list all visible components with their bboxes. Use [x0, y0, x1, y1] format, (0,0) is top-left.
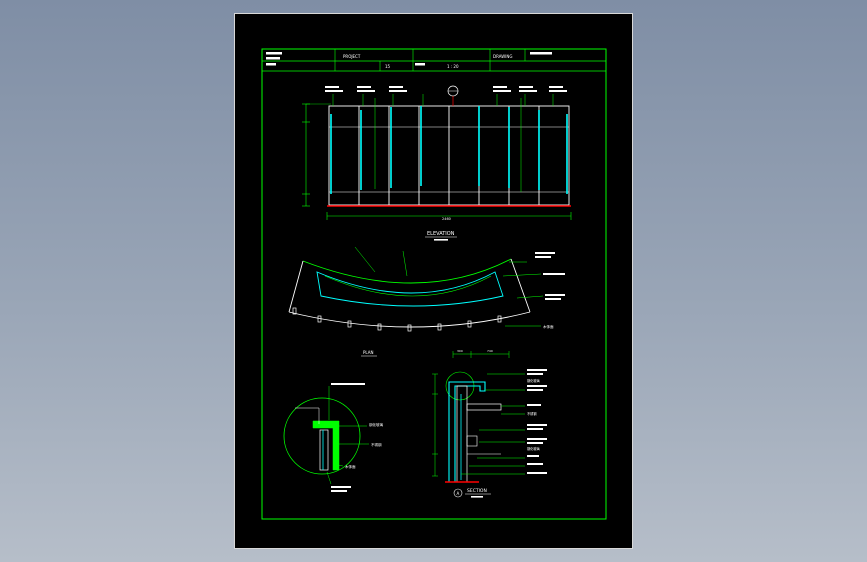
detail-callout-mid: 不锈钢: [371, 442, 382, 447]
section-callout-2: 不锈钢: [527, 411, 537, 416]
section-callout-3: 钢化玻璃: [527, 446, 541, 451]
sheet-number: 15: [385, 64, 391, 69]
section-dimension-right: 740: [487, 349, 493, 353]
project-label: PROJECT: [343, 54, 361, 59]
section-title-marker-icon: [453, 488, 463, 498]
elevation-title: ELEVATION: [427, 231, 455, 237]
section-view: 300 740: [432, 349, 547, 498]
plan-title: PLAN: [363, 350, 373, 355]
section-dimension-left: 300: [457, 349, 463, 353]
detail-callout-bottom: 木饰面: [345, 464, 356, 469]
cad-drawing: PROJECT DRAWING 15 1 : 20: [261, 48, 607, 520]
title-block: PROJECT DRAWING 15 1 : 20: [262, 49, 606, 72]
section-title: SECTION: [467, 488, 487, 494]
drawing-scale: 1 : 20: [447, 64, 459, 69]
plan-view: 木饰面 PLAN: [288, 246, 565, 357]
section-title-marker: A: [457, 491, 460, 496]
drawing-sheet: PROJECT DRAWING 15 1 : 20: [234, 13, 633, 549]
drawing-label: DRAWING: [493, 54, 512, 59]
detail-callout-top: 钢化玻璃: [369, 422, 383, 427]
elevation-view: 2460 ELEVATION: [302, 85, 572, 241]
detail-view: 钢化玻璃 不锈钢 木饰面: [283, 383, 383, 492]
elevation-width-dimension: 2460: [442, 217, 451, 221]
section-callout-1: 钢化玻璃: [527, 378, 541, 383]
plan-callout-bottom: 木饰面: [543, 324, 554, 329]
drawing-border: [261, 48, 607, 520]
